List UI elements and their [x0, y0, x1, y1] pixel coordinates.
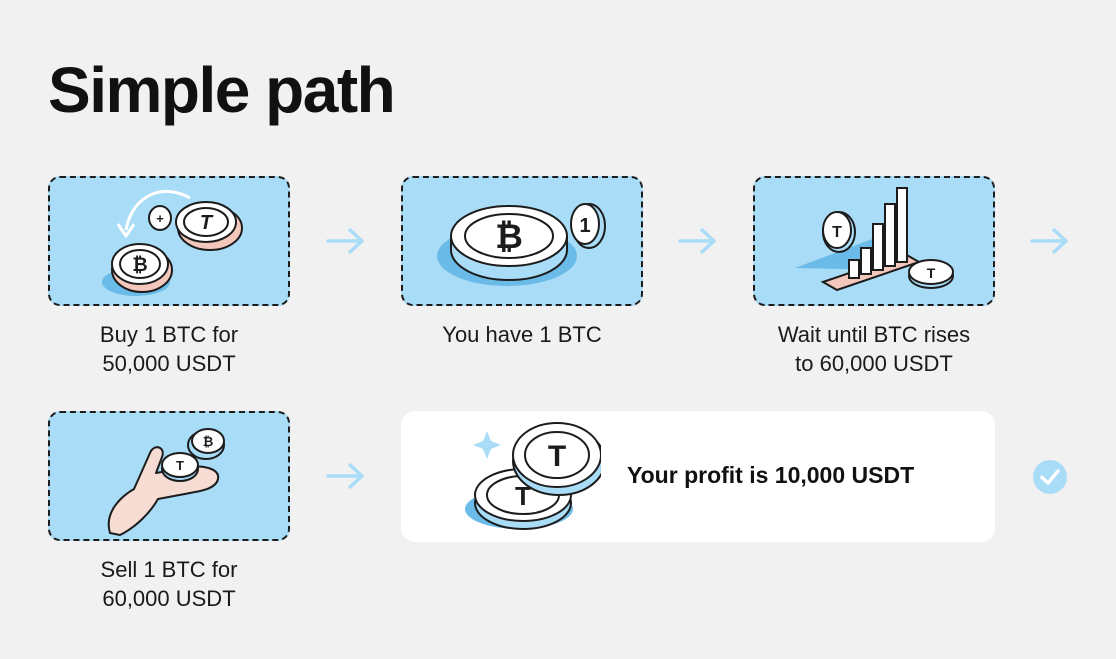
buy-exchange-icon: + T ₿	[102, 189, 243, 296]
svg-text:₿: ₿	[203, 434, 214, 449]
rising-chart-icon: T T	[795, 187, 954, 292]
svg-text:T: T	[515, 481, 531, 511]
svg-text:T: T	[548, 440, 566, 473]
svg-text:+: +	[156, 211, 164, 226]
hand-coins-icon: ₿ T	[107, 428, 225, 536]
svg-text:T: T	[927, 265, 936, 281]
svg-text:₿: ₿	[495, 218, 523, 256]
tether-coins-icon: T T	[465, 422, 601, 530]
bitcoin-coin-icon: ₿ 1	[437, 203, 606, 286]
svg-text:T: T	[832, 224, 842, 241]
arrow-right-icon	[326, 463, 364, 489]
step-caption-sell: Sell 1 BTC for 60,000 USDT	[100, 557, 238, 611]
arrow-right-icon	[326, 228, 364, 254]
svg-text:1: 1	[579, 215, 590, 237]
step-card-wait: T T	[753, 176, 995, 306]
step-caption-have: You have 1 BTC	[442, 322, 602, 347]
profit-card: T T Your profit is 10,000 USDT	[401, 411, 995, 542]
svg-text:T: T	[176, 458, 184, 473]
arrow-right-icon	[1030, 228, 1068, 254]
step-caption-buy: Buy 1 BTC for 50,000 USDT	[99, 322, 239, 376]
check-circle-icon	[1033, 460, 1067, 494]
step-card-have: ₿ 1	[401, 176, 643, 306]
svg-text:T: T	[200, 212, 214, 234]
step-card-sell: ₿ T	[48, 411, 290, 541]
svg-text:₿: ₿	[132, 255, 147, 276]
step-caption-wait: Wait until BTC rises to 60,000 USDT	[777, 322, 971, 376]
page-title: Simple path	[48, 54, 396, 126]
arrow-right-icon	[678, 228, 716, 254]
step-card-buy: + T ₿	[48, 176, 290, 306]
profit-text: Your profit is 10,000 USDT	[627, 462, 915, 488]
